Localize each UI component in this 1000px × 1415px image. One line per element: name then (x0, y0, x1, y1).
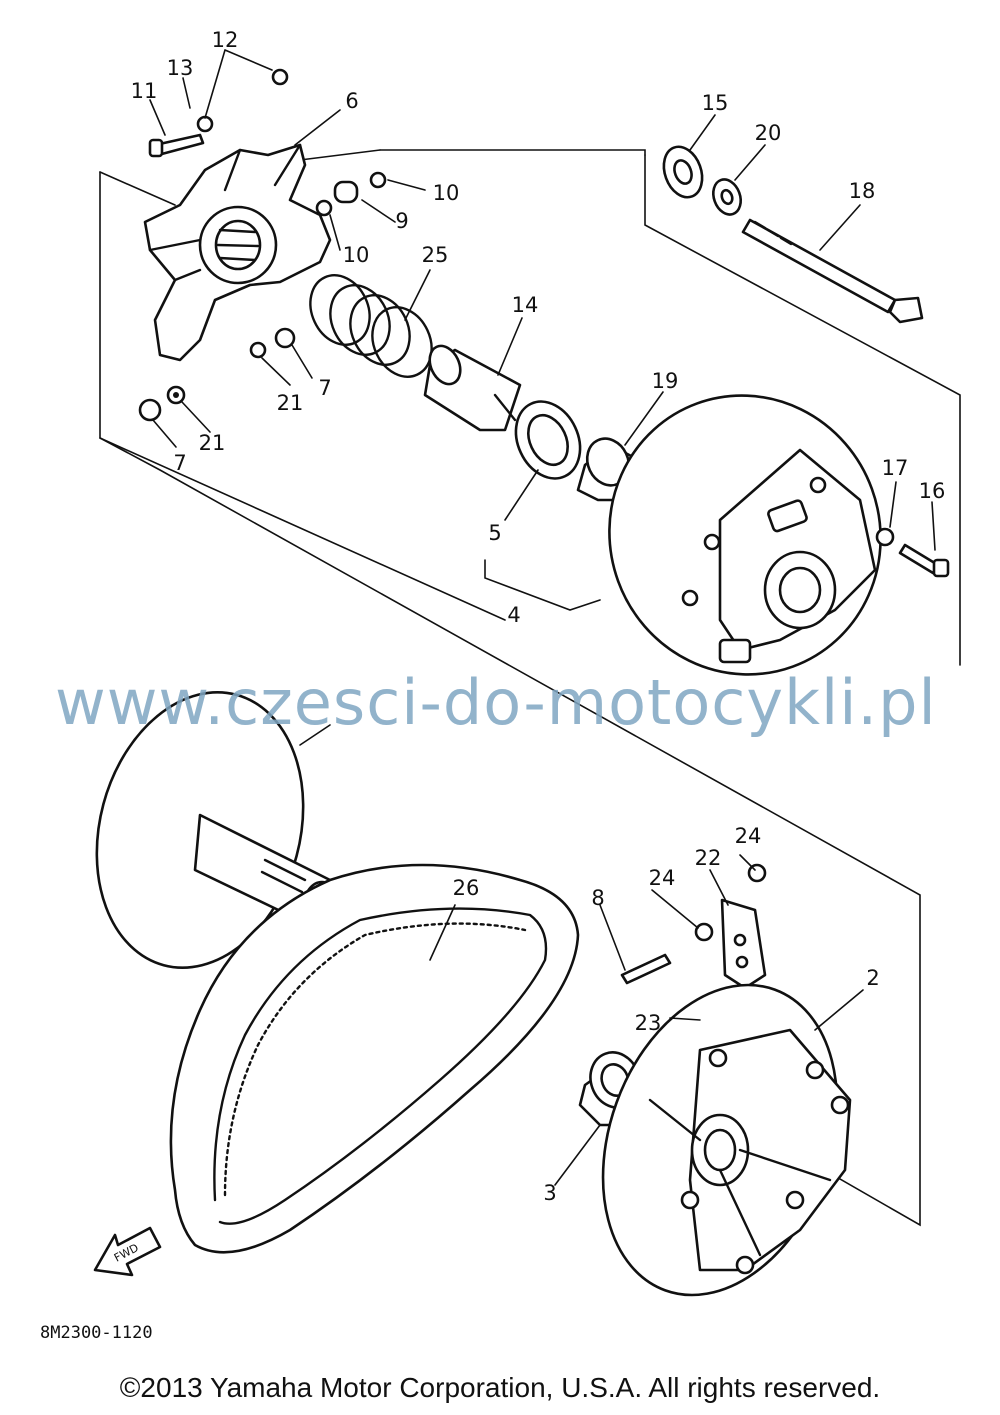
label-16: 16 (919, 479, 946, 503)
label-18: 18 (849, 179, 876, 203)
collar-9 (333, 180, 359, 204)
label-4: 4 (507, 603, 520, 627)
movable-sheave-4 (608, 394, 882, 676)
label-15: 15 (702, 91, 729, 115)
label-11: 11 (131, 79, 158, 103)
weight-plate-22 (720, 898, 767, 990)
small-hardware-upper (138, 68, 387, 422)
washer-21a (249, 341, 267, 359)
part-number-labels: 12 13 11 6 10 9 10 25 14 19 5 4 7 21 21 … (131, 28, 946, 1205)
washer-24a (694, 922, 714, 942)
label-20: 20 (755, 121, 782, 145)
label-5: 5 (488, 521, 501, 545)
long-bolt-18 (741, 218, 924, 324)
forward-arrow: FWD (93, 1226, 162, 1277)
label-24b: 24 (735, 824, 762, 848)
label-25: 25 (422, 243, 449, 267)
label-12: 12 (212, 28, 239, 52)
bolt-16 (898, 543, 950, 578)
watermark-url: www.czesci-do-motocykli.pl (55, 666, 937, 739)
label-2: 2 (866, 966, 879, 990)
label-24a: 24 (649, 866, 676, 890)
washer-10a (369, 171, 387, 189)
sheave-cap-2 (601, 983, 852, 1297)
sleeve-14 (423, 344, 522, 432)
washer-13 (196, 115, 214, 133)
spider-hub-6 (143, 143, 332, 362)
label-21b: 21 (199, 431, 226, 455)
label-9: 9 (395, 209, 408, 233)
label-19: 19 (652, 369, 679, 393)
copyright-notice: ©2013 Yamaha Motor Corporation, U.S.A. A… (119, 1372, 881, 1403)
label-23: 23 (635, 1011, 662, 1035)
label-7a: 7 (318, 376, 331, 400)
leader-lines (149, 49, 936, 1186)
cap-7b (138, 398, 162, 422)
washer-10b (315, 199, 333, 217)
label-7b: 7 (173, 451, 186, 475)
label-13: 13 (167, 56, 194, 80)
label-21a: 21 (277, 391, 304, 415)
pin-8 (620, 953, 672, 985)
label-3: 3 (543, 1181, 556, 1205)
label-26: 26 (453, 876, 480, 900)
spring-25 (309, 274, 433, 378)
washer-17 (875, 527, 895, 547)
label-22: 22 (695, 846, 722, 870)
label-14: 14 (512, 293, 539, 317)
label-8: 8 (591, 886, 604, 910)
assembly-frame-lines (99, 149, 961, 1227)
bearing-5 (514, 400, 582, 480)
drive-belt-26 (169, 863, 580, 1254)
label-17: 17 (882, 456, 909, 480)
label-10a: 10 (433, 181, 460, 205)
diagram-code: 8M2300-1120 (40, 1323, 153, 1343)
washer-15 (662, 145, 704, 199)
label-6: 6 (345, 89, 358, 113)
washer-12 (271, 68, 289, 86)
cap-7a (274, 327, 296, 349)
washer-20 (712, 178, 742, 216)
label-10b: 10 (343, 243, 370, 267)
